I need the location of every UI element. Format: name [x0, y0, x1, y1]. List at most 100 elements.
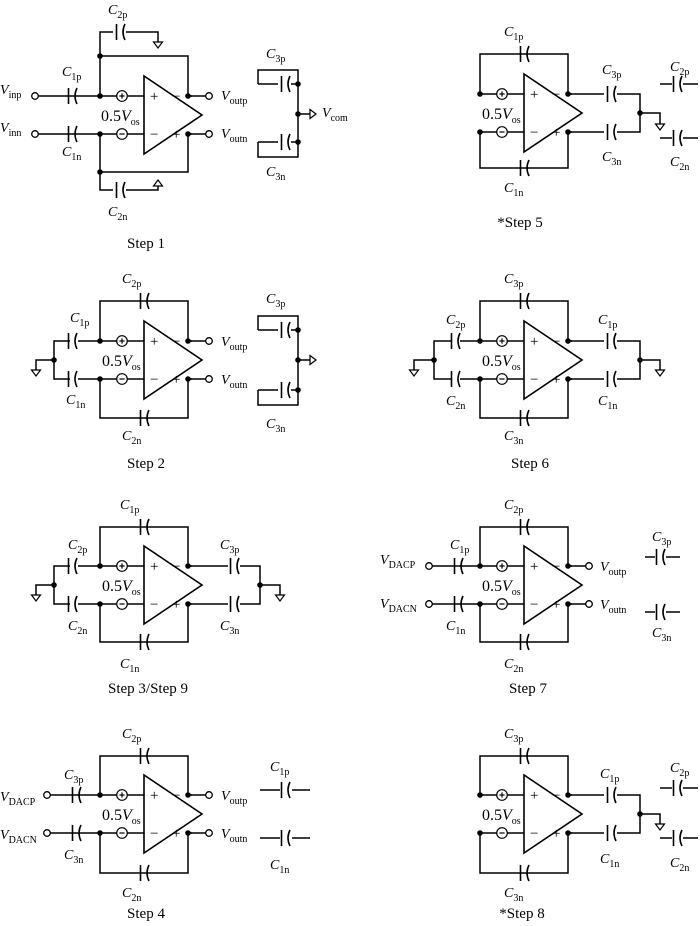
label-main: C	[446, 394, 456, 409]
offset-subscript: os	[132, 587, 141, 598]
output-cap-label-n: C1n	[598, 394, 617, 412]
capacitor-plate-curved	[122, 23, 126, 41]
capacitor-plate-curved	[74, 332, 78, 350]
junction-dot	[295, 327, 301, 333]
opamp-sign: +	[552, 597, 560, 613]
label-main: C	[64, 848, 74, 863]
capacitor-plate-curved	[526, 864, 530, 882]
output-short-wire	[617, 93, 641, 133]
opamp-triangle	[523, 773, 584, 855]
capacitor-plate-curved	[679, 779, 683, 797]
label-main: C	[108, 205, 118, 220]
label-main: C	[598, 394, 608, 409]
output-label-n: Voutn	[221, 127, 247, 145]
capacitor-plate-curved	[78, 824, 82, 842]
offset-label: 0.5Vos	[102, 353, 141, 373]
ground-wire	[413, 359, 434, 366]
terminal-circle	[205, 375, 213, 383]
ground-wire-right	[640, 359, 661, 366]
feedback-short-bottom	[100, 134, 189, 173]
label-main: C	[504, 25, 514, 40]
input-label-n: Vinn	[0, 121, 21, 139]
offset-label: 0.5Vos	[482, 578, 521, 598]
label-subscript: 1p	[513, 32, 523, 43]
label-subscript: 1n	[513, 188, 523, 199]
label-subscript: outn	[230, 380, 248, 391]
ground-wire	[640, 813, 661, 820]
opamp-sign: −	[172, 89, 180, 105]
feedback-cap-label-bottom: C2n	[122, 886, 141, 904]
offset-symbol: V	[502, 807, 514, 824]
capacitor-plate-curved	[146, 864, 150, 882]
terminal-circle	[205, 829, 213, 837]
offset-symbol: V	[122, 578, 134, 595]
junction-dot	[295, 387, 301, 393]
junction-dot	[295, 81, 301, 87]
label-main: C	[670, 60, 680, 75]
step-caption: Step 1	[127, 236, 165, 252]
c2n-ground-wire	[126, 186, 159, 191]
feedback-cap-label-bottom: C2n	[108, 205, 127, 223]
offset-label: 0.5Vos	[482, 353, 521, 373]
feedback-cap-label-top: C2p	[504, 498, 523, 516]
junction-dot	[477, 91, 483, 97]
label-main: V	[221, 127, 231, 142]
terminal-circle	[205, 791, 213, 799]
label-subscript: 1p	[129, 505, 139, 516]
terminal-circle	[31, 130, 39, 138]
output-cap-label-p: C1p	[600, 767, 619, 785]
capacitor-plate-curved	[457, 370, 461, 388]
ground-triangle	[30, 369, 42, 377]
label-subscript: 3n	[229, 626, 239, 637]
label-subscript: 1p	[607, 320, 617, 331]
capacitor-plate-curved	[78, 786, 82, 804]
terminal-circle	[585, 562, 593, 570]
terminal-circle	[205, 130, 213, 138]
feedback-cap-label-bottom: C3n	[504, 429, 523, 447]
label-main: C	[70, 311, 80, 326]
feedback-wire-top	[99, 755, 189, 795]
opamp-triangle	[523, 319, 584, 401]
label-subscript: 1p	[279, 767, 289, 778]
ground-triangle	[152, 179, 164, 187]
offset-value: 0.5	[102, 807, 122, 824]
label-main: C	[220, 619, 230, 634]
label-subscript: 3p	[229, 545, 239, 556]
ground-triangle	[654, 369, 666, 377]
label-subscript: 3p	[513, 734, 523, 745]
feedback-cap-label-top: C3p	[504, 272, 523, 290]
ground-triangle	[408, 369, 420, 377]
label-subscript: 3p	[661, 537, 671, 548]
label-subscript: 3p	[275, 299, 285, 310]
offset-symbol: V	[122, 353, 134, 370]
input-cap-label-n: C1n	[446, 619, 465, 637]
input-cap-label-n: C1n	[62, 145, 81, 163]
opamp-triangle	[143, 319, 204, 401]
capacitor-plate-curved	[679, 129, 683, 147]
label-subscript: 3n	[513, 436, 523, 447]
feedback-cap-label-bottom: C2n	[504, 657, 523, 675]
output-label-p: Voutp	[221, 89, 247, 107]
label-subscript: 2n	[455, 401, 465, 412]
label-subscript: outp	[230, 796, 248, 807]
label-main: C	[266, 417, 276, 432]
label-main: C	[598, 313, 608, 328]
feedback-cap-label-top: C1p	[120, 498, 139, 516]
offset-label: 0.5Vos	[482, 106, 521, 126]
label-subscript: 1p	[459, 545, 469, 556]
c3-loop-wire	[257, 69, 299, 158]
opamp-sign: +	[530, 788, 538, 804]
label-main: C	[120, 657, 130, 672]
input-cap-label-p: C1p	[62, 65, 81, 83]
opamp-triangle	[143, 544, 204, 626]
output-cap-label-p: C1p	[598, 313, 617, 331]
capacitor-plate-curved	[679, 829, 683, 847]
capacitor-plate-curved	[236, 595, 240, 613]
feedback-cap-label-bottom: C1n	[504, 181, 523, 199]
label-main: C	[62, 65, 72, 80]
label-main: C	[504, 657, 514, 672]
